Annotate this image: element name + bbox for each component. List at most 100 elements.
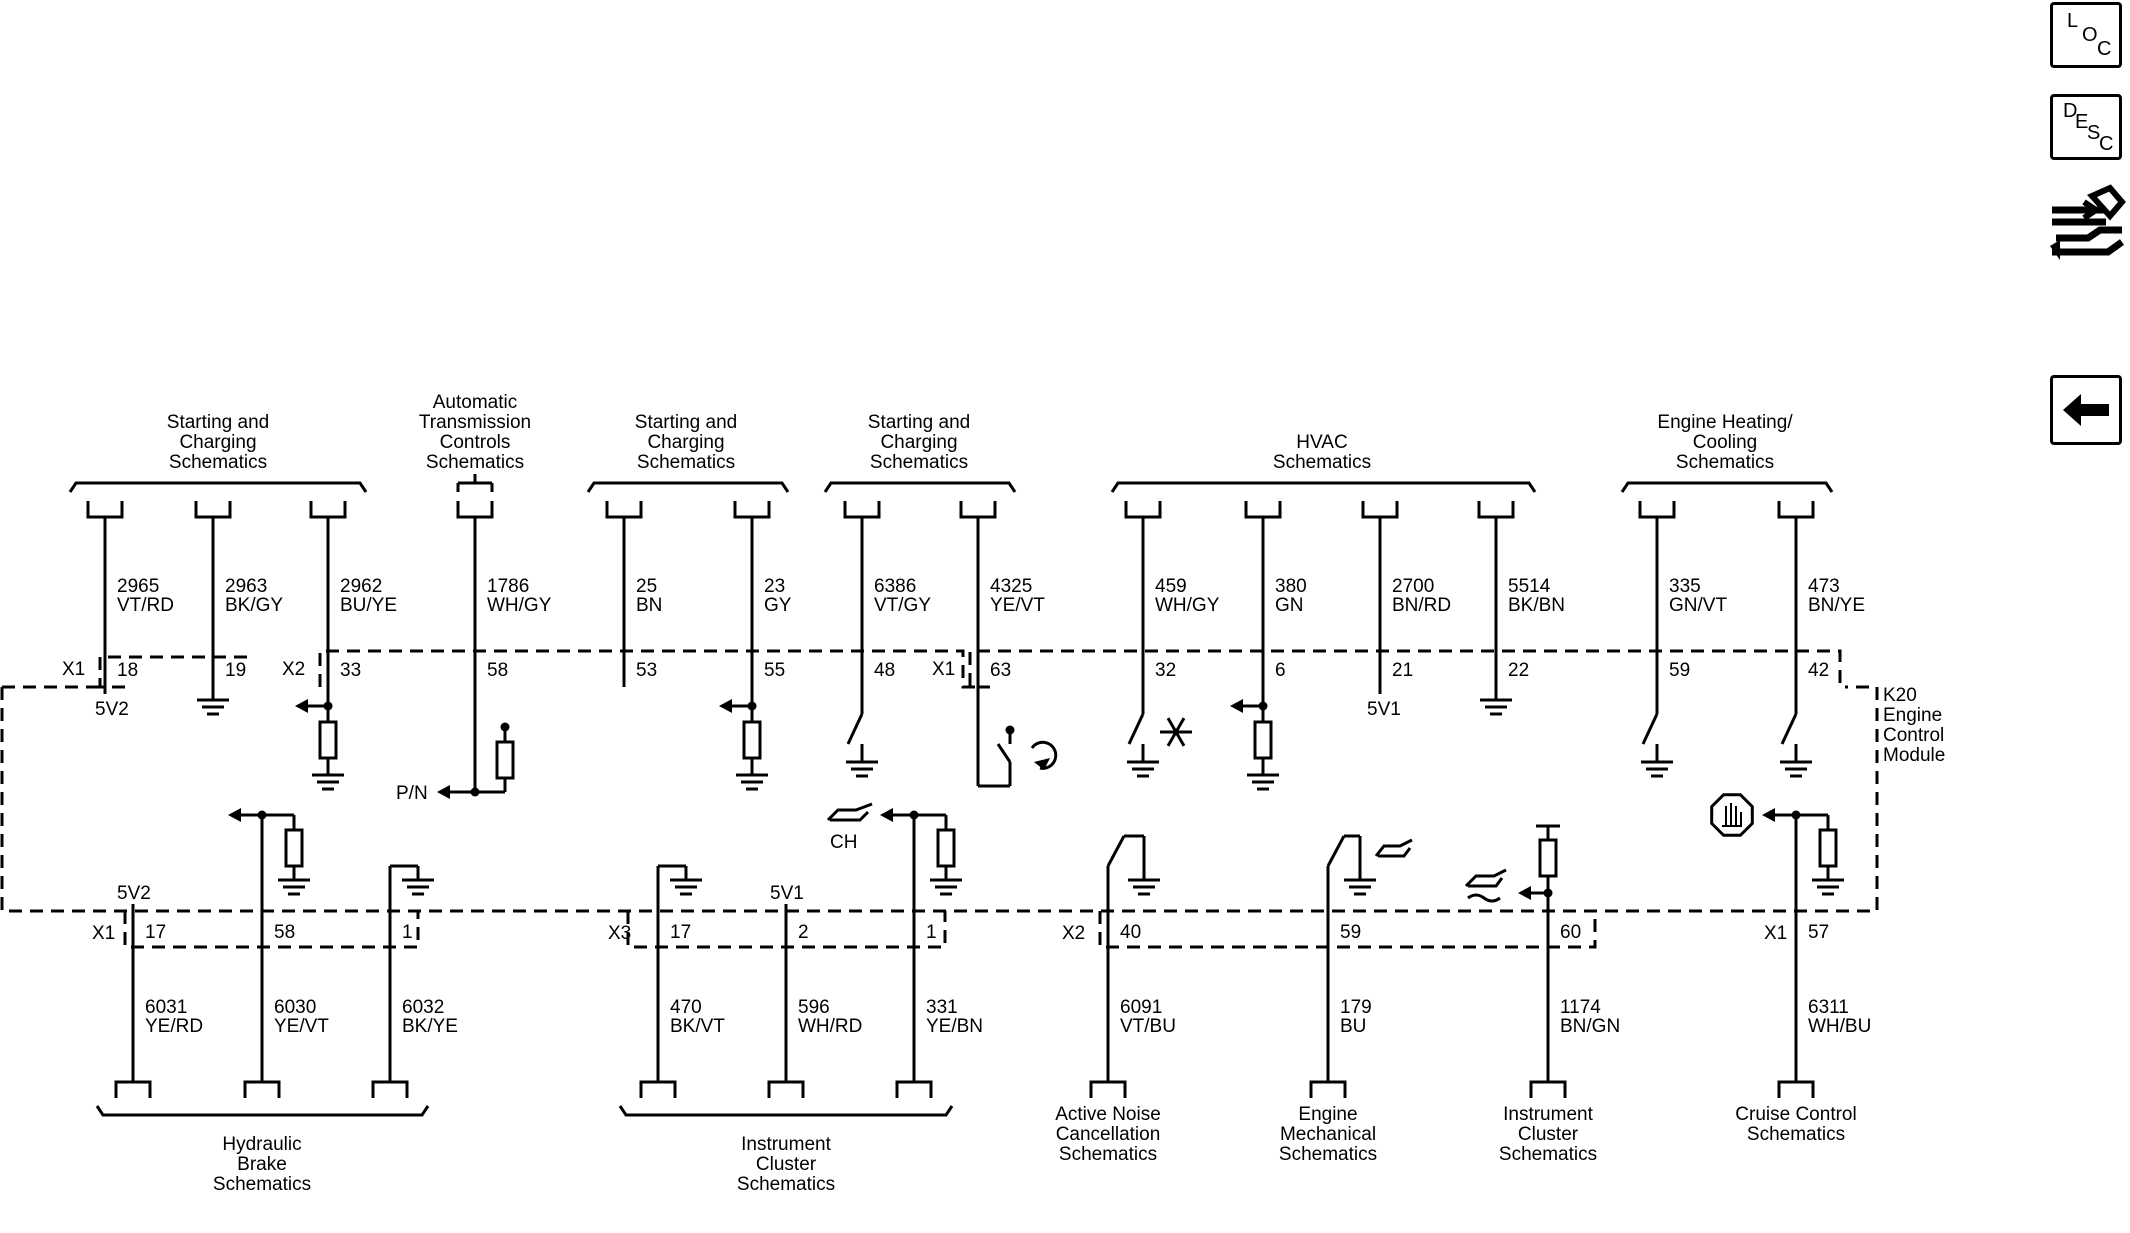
destination-label: Schematics (1499, 1144, 1597, 1165)
destination-label: Schematics (213, 1174, 311, 1195)
loc-button[interactable]: L O C (2050, 2, 2122, 68)
connector-label: X2 (282, 659, 305, 680)
pin-number: 32 (1155, 660, 1176, 681)
destination-label: Instrument (741, 1134, 831, 1155)
wire-terminal (194, 501, 232, 519)
wire-color: WH/GY (1155, 595, 1220, 616)
arrow-head (437, 785, 450, 799)
ground-symbol (1641, 760, 1673, 778)
wire-color: GN (1275, 595, 1304, 616)
destination-label: Engine (1298, 1104, 1357, 1125)
pin-number: 63 (990, 660, 1011, 681)
wire-terminal (456, 501, 494, 519)
wire-color: YE/BN (926, 1016, 983, 1037)
internal-label: CH (830, 832, 857, 853)
pin-number: 2 (798, 922, 809, 943)
wire-terminal (1089, 1080, 1127, 1098)
destination-label: Schematics (1273, 452, 1371, 473)
ground-symbol (1127, 760, 1159, 778)
wire-terminal (1638, 501, 1676, 519)
wire-color: BU (1340, 1016, 1366, 1037)
circuit-number: 2963 (225, 576, 267, 597)
pin-number: 18 (117, 660, 138, 681)
wire-color: GN/VT (1669, 595, 1727, 616)
wire-color: YE/VT (990, 595, 1045, 616)
connector-boundary-bottom (123, 911, 420, 949)
wire-terminal (843, 501, 881, 519)
loc-letter: O (2082, 24, 2098, 46)
destination-label: Controls (440, 432, 511, 453)
destination-label: Schematics (637, 452, 735, 473)
desc-letter: S (2087, 122, 2101, 144)
schematic-bracket (1110, 481, 1537, 493)
destination-label: Cluster (756, 1154, 817, 1175)
module-name: Control (1883, 725, 1944, 746)
internal-label: 5V1 (770, 883, 804, 904)
internal-label: 5V2 (95, 699, 129, 720)
arrow-head (1762, 808, 1775, 822)
ground-symbol (846, 760, 878, 778)
wire-color: BK/VT (670, 1016, 725, 1037)
circuit-number: 473 (1808, 576, 1840, 597)
destination-label: Charging (179, 432, 256, 453)
pin-number: 17 (670, 922, 691, 943)
oil-can-icon (826, 802, 873, 822)
pin-number: 1 (926, 922, 937, 943)
wire-terminal (1361, 501, 1399, 519)
pin-number: 59 (1669, 660, 1690, 681)
circuit-number: 2962 (340, 576, 382, 597)
wire-color: BK/BN (1508, 595, 1565, 616)
circuit-number: 2700 (1392, 576, 1434, 597)
wire-terminal (1477, 501, 1515, 519)
desc-button[interactable]: D E S C (2050, 94, 2122, 160)
ground-symbol (278, 878, 310, 896)
destination-label: Starting and (167, 412, 269, 433)
destination-label: Active Noise (1055, 1104, 1161, 1125)
cruise-hand-icon (1710, 793, 1754, 837)
circuit-number: 1174 (1560, 997, 1601, 1018)
wire-terminal (895, 1080, 933, 1098)
wire-terminal (605, 501, 643, 519)
wire-color: WH/RD (798, 1016, 862, 1037)
ground-symbol (930, 878, 962, 896)
circuit-number: 6032 (402, 997, 444, 1018)
pin-number: 1 (402, 922, 413, 943)
snowflake-icon (1174, 717, 1186, 733)
desc-letter: E (2075, 111, 2089, 133)
pin-number: 58 (274, 922, 295, 943)
connector-label: X1 (1764, 923, 1787, 944)
rotation-icon (1030, 740, 1058, 770)
arrow-head (880, 808, 893, 822)
schematic-bracket (1620, 481, 1834, 493)
resistor (284, 828, 304, 868)
pin-number: 53 (636, 660, 657, 681)
wire-segment (846, 713, 864, 745)
destination-label: Cruise Control (1735, 1104, 1856, 1125)
desc-letter: C (2099, 133, 2114, 155)
circuit-number: 331 (926, 997, 958, 1018)
wire-color: BK/YE (402, 1016, 458, 1037)
circuit-number: 23 (764, 576, 785, 597)
circuit-number: 5514 (1508, 576, 1551, 597)
module-name: K20 (1883, 685, 1917, 706)
wire-segment (1106, 835, 1126, 867)
wire-color: VT/BU (1120, 1016, 1176, 1037)
pin-number: 60 (1560, 922, 1581, 943)
circuit-number: 179 (1340, 997, 1372, 1018)
wire-color: BN/RD (1392, 595, 1451, 616)
schematic-bracket (823, 481, 1017, 493)
circuit-number: 470 (670, 997, 702, 1018)
wire-terminal (767, 1080, 805, 1098)
connector-label: X3 (608, 923, 631, 944)
circuit-number: 6386 (874, 576, 916, 597)
ground-symbol (1812, 878, 1844, 896)
arrow-head (228, 808, 241, 822)
circuit-number: 25 (636, 576, 657, 597)
destination-label: Cancellation (1056, 1124, 1161, 1145)
navigate-button[interactable] (2048, 180, 2130, 266)
back-button[interactable] (2050, 375, 2122, 445)
snowflake-icon (1166, 731, 1178, 747)
destination-label: HVAC (1296, 432, 1347, 453)
oil-level-icon (1464, 868, 1507, 903)
wire-terminal (243, 1080, 281, 1098)
